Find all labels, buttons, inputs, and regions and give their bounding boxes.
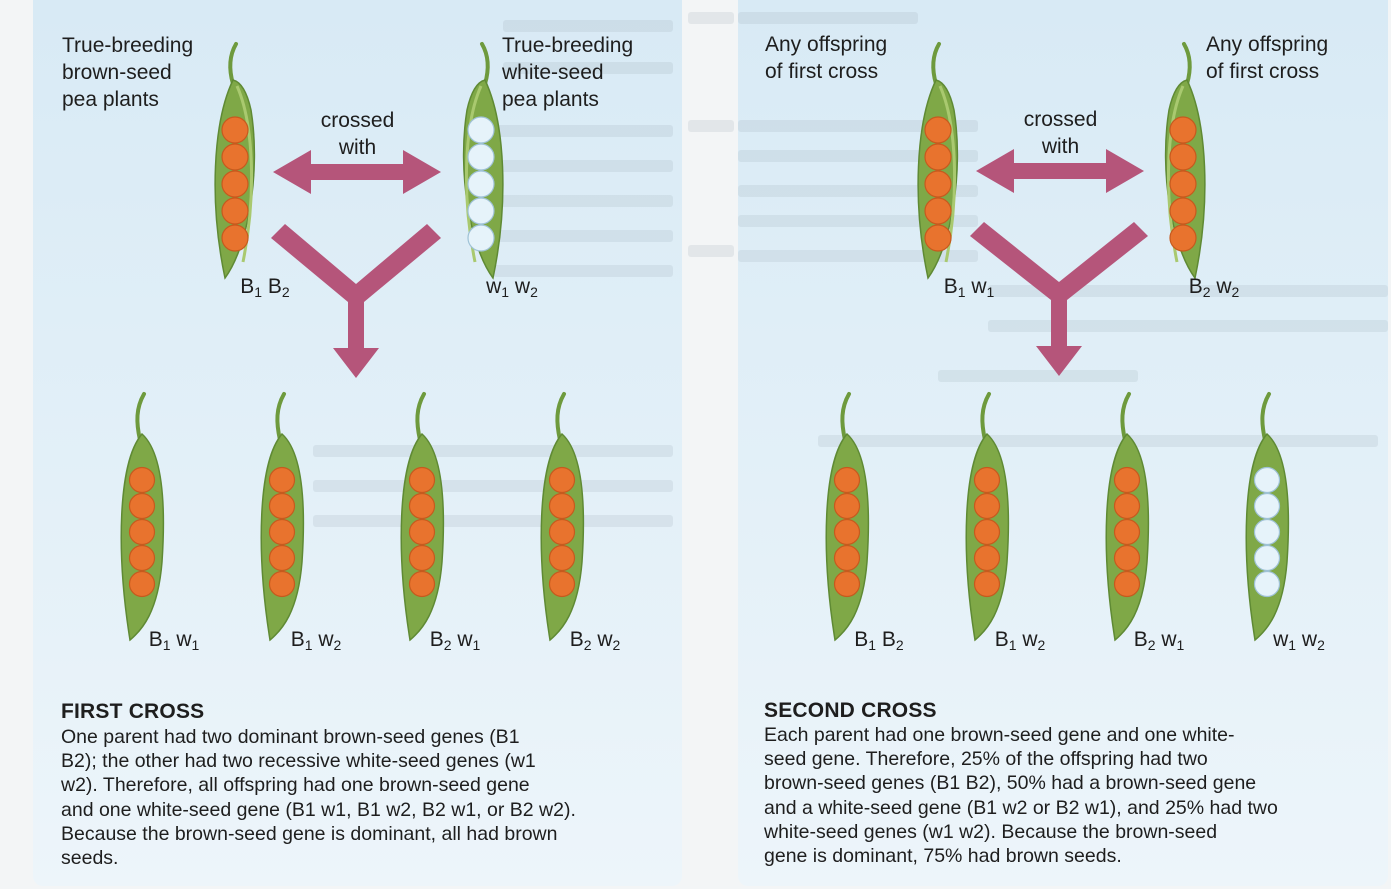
right-parent-pod	[445, 42, 515, 282]
first-cross-panel: True-breeding brown-seed pea plants True…	[33, 0, 682, 886]
left-parent-pod	[906, 42, 976, 282]
offspring-pod-2	[248, 392, 318, 642]
right-parent-genotype: w1 w2	[467, 275, 557, 300]
offspring-pod-1	[813, 392, 883, 642]
crossed-with-double-arrow	[273, 150, 441, 194]
left-parent-genotype: B1 B2	[220, 275, 310, 300]
offspring-genotype-4: w1 w2	[1254, 628, 1344, 653]
offspring-pod-3	[388, 392, 458, 642]
first-cross-heading: FIRST CROSS	[61, 700, 204, 724]
offspring-genotype-3: B2 w1	[1114, 628, 1204, 653]
crossed-with-double-arrow	[976, 149, 1144, 193]
offspring-pod-4	[1233, 392, 1303, 642]
right-parent-genotype: B2 w2	[1169, 275, 1259, 300]
offspring-genotype-2: B1 w2	[271, 628, 361, 653]
offspring-genotype-3: B2 w1	[410, 628, 500, 653]
offspring-down-arrow	[271, 224, 441, 378]
offspring-genotype-4: B2 w2	[550, 628, 640, 653]
offspring-pod-3	[1093, 392, 1163, 642]
cross-arrows	[738, 0, 1388, 400]
left-parent-pod	[203, 42, 273, 282]
left-parent-genotype: B1 w1	[924, 275, 1014, 300]
cross-arrows	[33, 0, 682, 400]
offspring-genotype-1: B1 B2	[834, 628, 924, 653]
second-cross-panel: Any offspring of first cross Any offspri…	[738, 0, 1388, 886]
offspring-pod-4	[528, 392, 598, 642]
second-cross-heading: SECOND CROSS	[764, 699, 937, 723]
offspring-genotype-1: B1 w1	[129, 628, 219, 653]
second-cross-description: Each parent had one brown-seed gene and …	[764, 723, 1278, 868]
first-cross-description: One parent had two dominant brown-seed g…	[61, 725, 576, 870]
offspring-pod-2	[953, 392, 1023, 642]
right-parent-pod	[1147, 42, 1217, 282]
offspring-genotype-2: B1 w2	[975, 628, 1065, 653]
offspring-pod-1	[108, 392, 178, 642]
